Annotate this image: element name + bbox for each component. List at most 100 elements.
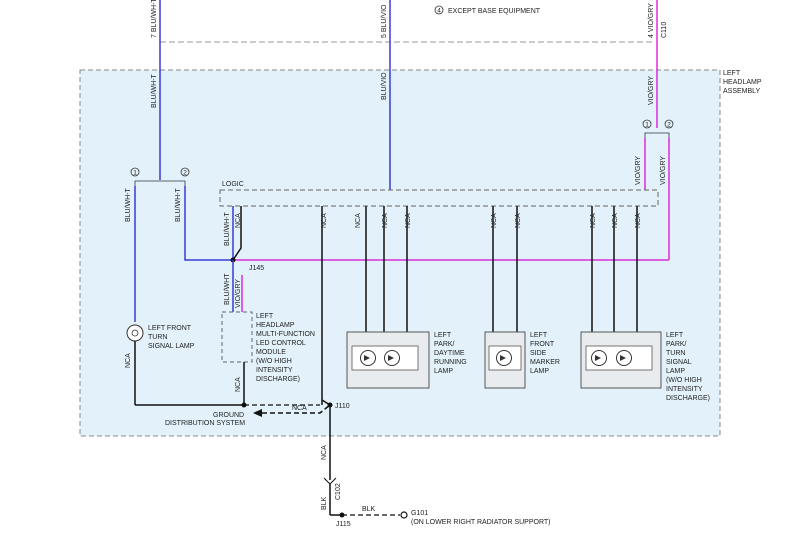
side-marker-label-5: LAMP (530, 368, 549, 375)
wire-nca-jog (321, 399, 331, 406)
wire-label-j110-nca: NCA (321, 445, 328, 460)
wire-label-vio-gry-upper: VIO/GRY (648, 76, 655, 105)
wire-label-vio-gry-logic: VIO/GRY (635, 156, 642, 185)
park-turn-label-8: DISCHARGE) (666, 395, 710, 402)
callout-2-right-text: 2 (667, 122, 671, 129)
diode-icon (388, 355, 394, 361)
park-turn-label-7: INTENSITY (666, 386, 703, 393)
splice-j145-label: J145 (249, 265, 264, 272)
wire-label-park-turn-3: NCA (635, 213, 642, 228)
wire-label-logic-blu: BLU/WH-T (224, 211, 231, 246)
pin-4-label: 4 VIO/GRY (648, 3, 655, 38)
park-turn-label-3: TURN (666, 350, 685, 357)
note-badge (434, 5, 444, 15)
diode-icon (500, 355, 506, 361)
diode-icon (364, 355, 370, 361)
led-module-label-5: MODULE (256, 349, 286, 356)
wire-label-blu-vio: BLU/VIO (381, 72, 388, 100)
diode-icon (595, 355, 601, 361)
callout-1-right-text: 1 (645, 122, 649, 129)
wire-label-j145-vio: VIO/GRY (235, 279, 242, 308)
led-module-label-8: DISCHARGE) (256, 376, 300, 383)
assembly-label-3: ASSEMBLY (723, 88, 761, 95)
led-control-module (221, 311, 253, 363)
park-drl-label-4: RUNNING (434, 359, 467, 366)
ground-arrow-icon (253, 409, 262, 417)
wire-label-blk-horizontal: BLK (362, 506, 376, 513)
wire-logic-nca-to-j145 (232, 206, 242, 261)
park-drl-label-1: LEFT (434, 332, 452, 339)
led-module-label-4: LED CONTROL (256, 340, 306, 347)
wire-label-logic-nca: NCA (235, 213, 242, 228)
wire-label-park-drl-1: NCA (355, 213, 362, 228)
led-module-label-6: (W/O HIGH (256, 358, 292, 365)
ground-point-location: (ON LOWER RIGHT RADIATOR SUPPORT) (411, 519, 551, 526)
callout-2-right (664, 119, 674, 129)
park-drl-label-3: DAYTIME (434, 350, 465, 357)
led-module-label-3: MULTI-FUNCTION (256, 331, 315, 338)
park-turn-label-5: LAMP (666, 368, 685, 375)
turn-lamp-label-1: LEFT FRONT (148, 325, 192, 332)
note-number: 4 (437, 8, 441, 15)
bulb-icon (126, 324, 144, 342)
wire-label-side-marker-1: NCA (491, 213, 498, 228)
park-turn-label-6: (W/O HIGH (666, 377, 702, 384)
wire-label-j145-blu: BLU/WHT (224, 273, 231, 305)
wire-label-side-marker-2: NCA (515, 213, 522, 228)
side-marker-label-3: SIDE (530, 350, 547, 357)
wire-label-j145: BLU/WH-T (175, 187, 182, 222)
park-drl-label-5: LAMP (434, 368, 453, 375)
callout-2-left-text: 2 (183, 170, 187, 177)
wire-label-park-drl-3: NCA (405, 213, 412, 228)
ground-arrow-line (262, 404, 331, 414)
diode-icon (620, 355, 626, 361)
connector-c102-label: C102 (335, 483, 342, 500)
wire-label-turn-lamp: BLU/WH-T (125, 187, 132, 222)
splice-brace-right (644, 132, 670, 138)
splice-j110-label: J110 (335, 403, 350, 410)
side-marker-label-4: MARKER (530, 359, 560, 366)
wire-label-park-turn-2: NCA (612, 213, 619, 228)
ground-point-id: G101 (411, 510, 428, 517)
callout-2-left (180, 167, 190, 177)
wire-label-module-nca: NCA (235, 377, 242, 392)
ground-terminal-icon (400, 511, 408, 519)
park-turn-label-2: PARK/ (666, 341, 687, 348)
splice-j115-label: J115 (336, 521, 351, 528)
wire-label-ground-nca: NCA (292, 405, 307, 412)
wire-label-lamp-nca: NCA (125, 353, 132, 368)
callout-1-left-text: 1 (133, 170, 137, 177)
side-marker-label-2: FRONT (530, 341, 555, 348)
callout-1-left (130, 167, 140, 177)
ground-system-label-2: DISTRIBUTION SYSTEM (165, 420, 245, 427)
wire-label-blk-vertical: BLK (321, 496, 328, 510)
logic-label: LOGIC (222, 181, 244, 188)
turn-lamp-label-2: TURN (148, 334, 167, 341)
wire-to-j145 (184, 186, 233, 261)
side-marker-label-1: LEFT (530, 332, 548, 339)
wire-label-park-turn-1: NCA (590, 213, 597, 228)
wire-label-blu-wht-upper: BLU/WH-T (151, 73, 158, 108)
park-turn-label-4: SIGNAL (666, 359, 692, 366)
connector-c110-label: C110 (661, 22, 668, 38)
wire-label-vio-gry-right: VIO/GRY (660, 156, 667, 185)
bulb-filament-icon (131, 329, 139, 337)
park-turn-label-1: LEFT (666, 332, 684, 339)
callout-1-right (642, 119, 652, 129)
wire-label-park-drl-2: NCA (382, 213, 389, 228)
splice-brace-left (134, 180, 186, 186)
turn-lamp-label-3: SIGNAL LAMP (148, 343, 195, 350)
pin-7-label: 7 BLU/WH-T (151, 0, 158, 38)
assembly-label-2: HEADLAMP (723, 79, 762, 86)
wire-label-logic-ground: NCA (321, 213, 328, 228)
led-module-label-7: INTENSITY (256, 367, 293, 374)
assembly-label-1: LEFT (723, 70, 741, 77)
ground-system-label-1: GROUND (213, 412, 244, 419)
led-module-label-1: LEFT (256, 313, 274, 320)
pin-5-label: 5 BLU/VIO (381, 4, 388, 38)
led-module-label-2: HEADLAMP (256, 322, 295, 329)
logic-box (219, 189, 659, 207)
note-text: EXCEPT BASE EQUIPMENT (448, 8, 541, 15)
park-drl-label-2: PARK/ (434, 341, 455, 348)
